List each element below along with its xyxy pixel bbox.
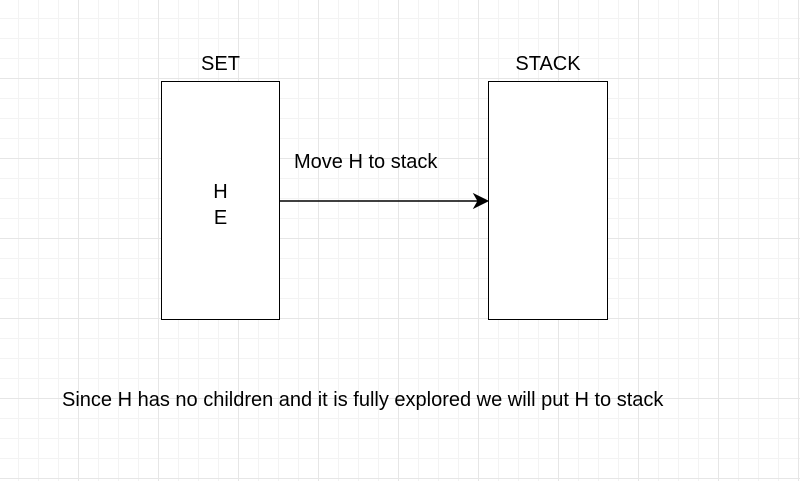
set-item: H [213, 181, 228, 203]
set-item: E [213, 207, 228, 229]
caption-text: Since H has no children and it is fully … [62, 389, 664, 411]
stack-title: STACK [515, 53, 581, 75]
stack-box [488, 81, 608, 320]
set-items: H E [162, 179, 279, 231]
arrow-label: Move H to stack [294, 151, 438, 173]
set-title: SET [201, 53, 240, 75]
arrow-head-icon [472, 192, 490, 210]
set-box: H E [161, 81, 280, 320]
